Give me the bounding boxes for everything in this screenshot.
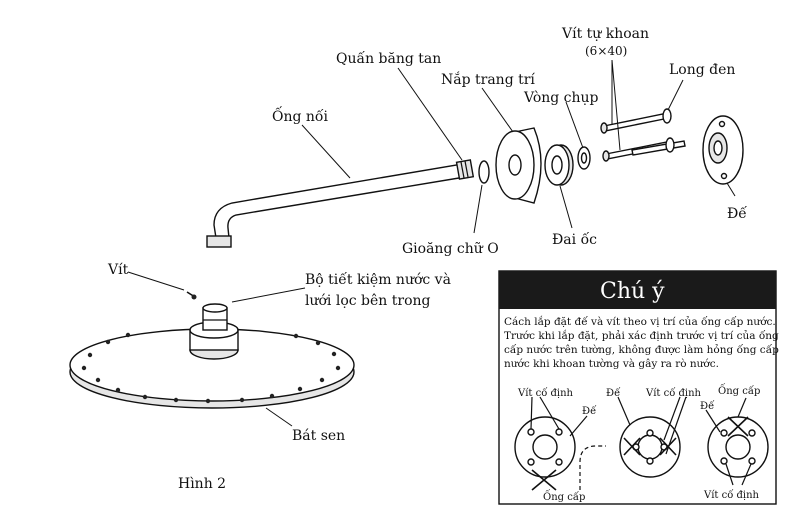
leader-lines bbox=[127, 59, 736, 427]
label-teflon-tape: Quấn băng tan bbox=[336, 50, 441, 67]
label-base-1: Đế bbox=[582, 406, 597, 417]
label-fixing-screw-3: Vít cố định bbox=[703, 490, 760, 501]
washers bbox=[662, 108, 675, 153]
nozzle-holes bbox=[81, 332, 341, 404]
label-base: Đế bbox=[727, 205, 747, 222]
label-supply-pipe-bottom: Ống cấp bbox=[543, 490, 585, 503]
label-shower-head: Bát sen bbox=[292, 428, 345, 444]
wall-base bbox=[702, 115, 744, 185]
label-screw-size: (6×40) bbox=[585, 44, 627, 58]
label-base-3: Đế bbox=[700, 401, 715, 412]
cover-ring bbox=[577, 146, 591, 170]
label-decorative-cap: Nắp trang trí bbox=[441, 70, 535, 88]
label-nut: Đai ốc bbox=[552, 231, 597, 248]
caution-header bbox=[499, 271, 776, 309]
label-self-drilling-screw: Vít tự khoan bbox=[561, 26, 649, 42]
label-screw: Vít bbox=[107, 262, 129, 278]
mount-diagram-1 bbox=[514, 396, 588, 491]
figure-caption: Hình 2 bbox=[178, 476, 226, 492]
caution-line-1: Cách lắp đặt đế và vít theo vị trí của ố… bbox=[504, 315, 776, 328]
label-fixing-screw-1: Vít cố định bbox=[517, 388, 574, 399]
label-base-2: Đế bbox=[606, 388, 621, 399]
shower-head bbox=[69, 291, 355, 409]
mount-diagram-3 bbox=[705, 397, 769, 486]
caution-line-2: Trước khi lắp đặt, phải xác định trước v… bbox=[504, 329, 779, 342]
caution-box: Chú ý Cách lắp đặt đế và vít theo vị trí… bbox=[498, 270, 779, 505]
label-washer: Long đen bbox=[669, 62, 735, 78]
label-water-saver-line1: Bộ tiết kiệm nước và bbox=[305, 271, 451, 288]
nut bbox=[544, 144, 574, 186]
self-drilling-screws bbox=[600, 113, 686, 162]
mount-diagram-2 bbox=[617, 396, 687, 478]
arm-pipe bbox=[206, 159, 475, 248]
decorative-cap bbox=[495, 127, 542, 204]
label-o-ring: Gioăng chữ O bbox=[402, 241, 499, 257]
threaded-end bbox=[455, 159, 475, 180]
label-water-saver-line2: lưới lọc bên trong bbox=[305, 293, 431, 309]
label-fixing-screw-2: Vít cố định bbox=[645, 388, 702, 399]
caution-line-3: cấp nước trên tường, không được làm hỏng… bbox=[504, 343, 779, 356]
caution-line-4: nước khi khoan tường và gây ra rò nước. bbox=[504, 358, 719, 370]
label-arm-pipe: Ống nối bbox=[272, 105, 328, 125]
o-ring bbox=[478, 160, 490, 184]
arm-pipe-end bbox=[206, 235, 232, 248]
label-cover-ring: Vòng chụp bbox=[523, 90, 599, 106]
caution-title: Chú ý bbox=[600, 279, 665, 304]
label-supply-pipe-top: Ống cấp bbox=[718, 384, 760, 397]
small-screw bbox=[186, 291, 197, 300]
